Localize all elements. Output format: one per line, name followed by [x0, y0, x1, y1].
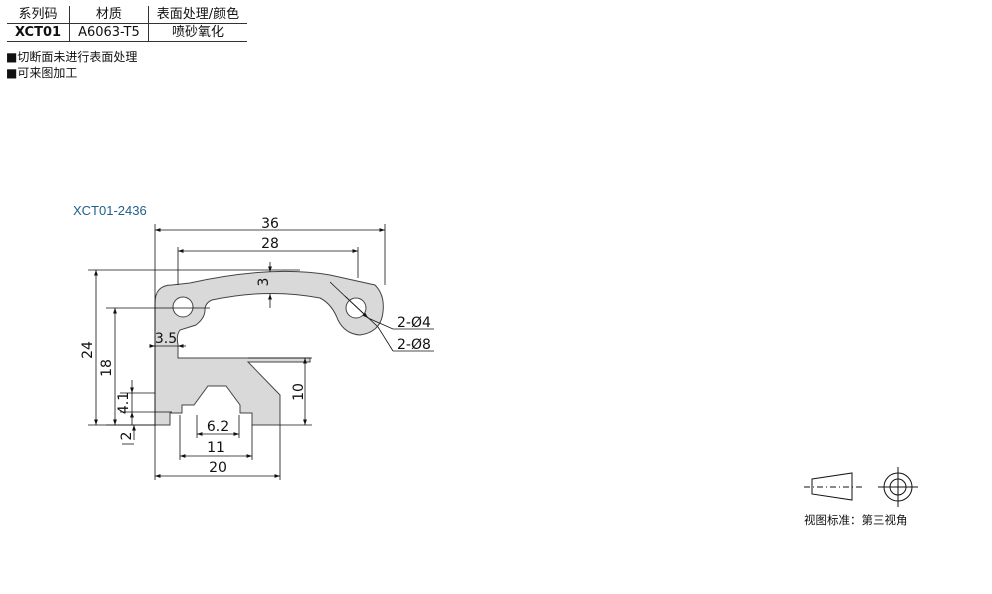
hole-left [172, 296, 194, 318]
model-number: XCT01-2436 [73, 203, 147, 218]
dim-2: 2 [119, 432, 135, 441]
dim-4-1: 4.1 [116, 392, 132, 414]
dim-10: 10 [291, 383, 307, 401]
dimension-lines [88, 224, 434, 480]
dim-28: 28 [261, 236, 279, 252]
dim-3-5: 3.5 [155, 331, 177, 347]
note-custom-drawing: ■可来图加工 [6, 66, 78, 80]
header-series-code: 系列码 [7, 6, 71, 24]
hole-right [345, 297, 367, 319]
cell-material: A6063-T5 [69, 23, 149, 42]
spec-table-header: 系列码 材质 表面处理/颜色 [7, 6, 248, 24]
spec-table: 系列码 材质 表面处理/颜色 XCT01 A6063-T5 喷砂氧化 [7, 6, 248, 42]
dim-18: 18 [99, 359, 115, 377]
profile-section [154, 270, 384, 426]
dim-36: 36 [261, 216, 279, 232]
dim-20: 20 [209, 460, 227, 476]
projection-label: 视图标准：第三视角 [804, 513, 908, 527]
dim-3: 3 [256, 278, 272, 287]
dim-24: 24 [80, 341, 96, 359]
dim-hole-large: 2-Ø8 [397, 337, 431, 353]
header-surface: 表面处理/颜色 [147, 6, 248, 24]
notes: ■切断面未进行表面处理 ■可来图加工 [6, 49, 137, 81]
header-material: 材质 [69, 6, 149, 24]
dim-6-2: 6.2 [207, 419, 229, 435]
dim-hole-small: 2-Ø4 [397, 315, 431, 331]
projection-symbol-icon [804, 467, 918, 507]
table-row: XCT01 A6063-T5 喷砂氧化 [7, 23, 248, 42]
cell-series-code: XCT01 [7, 23, 71, 42]
dim-11: 11 [207, 440, 225, 456]
cell-surface: 喷砂氧化 [147, 23, 248, 42]
note-cut-surface: ■切断面未进行表面处理 [6, 50, 138, 64]
